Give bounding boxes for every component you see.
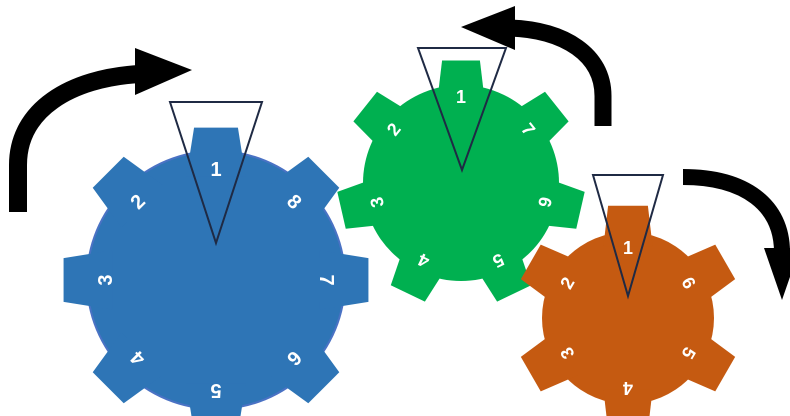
orange-gear-tooth-label: 4 [623, 378, 633, 398]
orange-gear-tooth-label: 1 [623, 238, 633, 258]
blue-gear-tooth-label: 7 [315, 274, 337, 285]
blue-gear-tooth-label: 3 [95, 274, 117, 285]
blue-gear-tooth-label: 1 [210, 159, 221, 181]
blue-gear-tooth-label: 5 [210, 379, 221, 401]
green-gear-tooth-label: 1 [456, 87, 466, 107]
